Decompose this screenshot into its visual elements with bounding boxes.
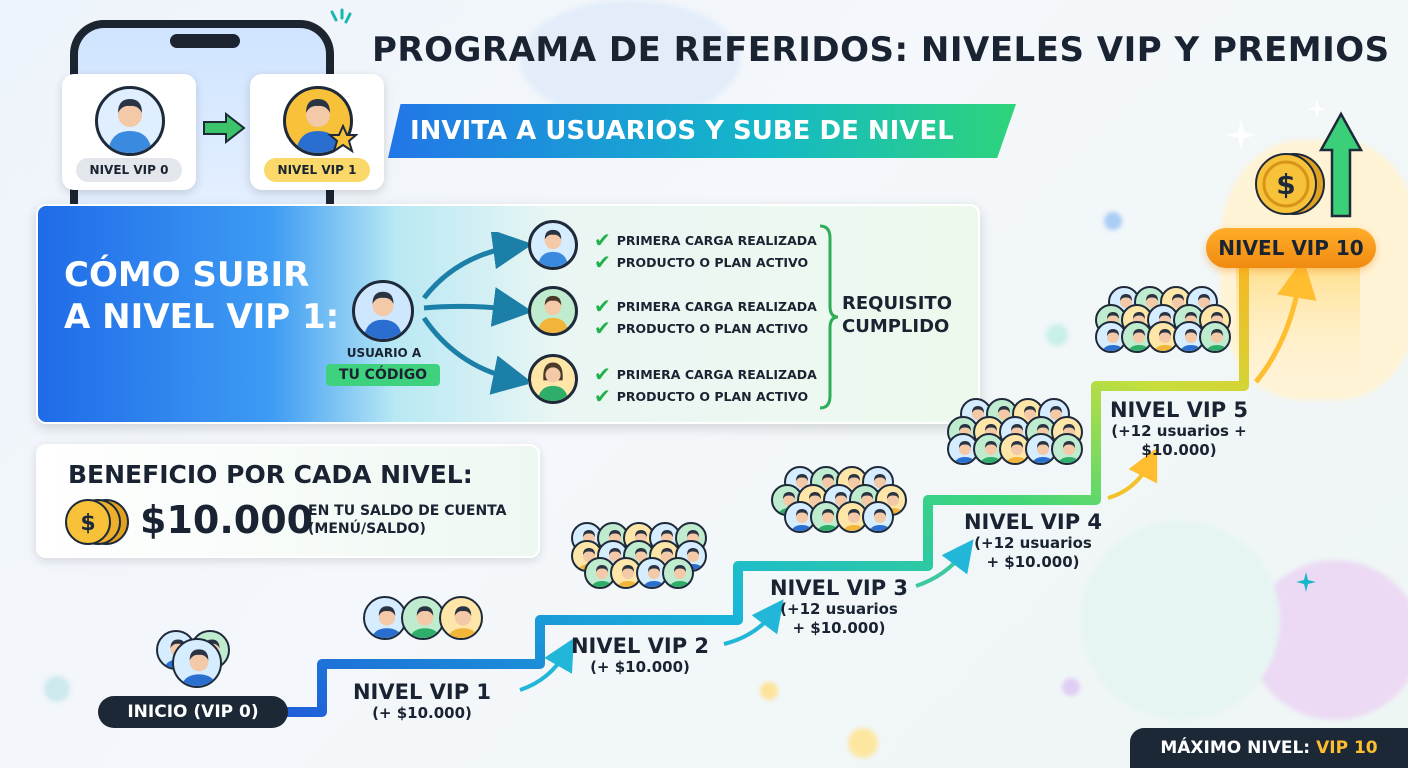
benefit-title: BENEFICIO POR CADA NIVEL: [68,460,473,489]
referral-arrows [421,232,528,395]
user-avatar-icon [95,86,165,156]
bracket-icon [819,224,839,410]
level-vip1: NIVEL VIP 1(+ $10.000) [352,680,492,722]
bg-dot [1062,678,1080,696]
user-avatar-icon [1121,321,1153,354]
requirement-3a: ✔PRIMERA CARGA REALIZADA [594,362,817,386]
user-code-text: USUARIO A [334,346,434,360]
check-icon: ✔ [594,294,611,318]
coin-icon: $ [65,499,129,545]
sparkle-icon [1308,100,1326,118]
user-avatar-icon [439,596,483,640]
bg-dot [1046,324,1068,346]
requirement-2b: ✔PRODUCTO O PLAN ACTIVO [594,316,809,340]
max-level-label: MÁXIMO NIVEL: [1160,738,1311,758]
page-title: PROGRAMA DE REFERIDOS: NIVELES VIP Y PRE… [372,30,1390,70]
requirement-2a: ✔PRIMERA CARGA REALIZADA [594,294,817,318]
check-icon: ✔ [594,384,611,408]
bg-dot [1104,212,1122,230]
level-vip2: NIVEL VIP 2(+ $10.000) [570,634,710,676]
user-avatar-icon [172,638,222,688]
user-avatar-icon [862,501,894,534]
user-avatar-icon [1199,321,1231,354]
how-title-line1: CÓMO SUBIR [64,255,310,295]
start-level-pill: INICIO (VIP 0) [98,696,288,728]
max-level-box: MÁXIMO NIVEL: VIP 10 [1130,728,1408,768]
user-avatar-icon [528,354,578,404]
invite-banner: INVITA A USUARIOS Y SUBE DE NIVEL [388,104,1016,158]
check-icon: ✔ [594,250,611,274]
sparkle-icon [1296,572,1316,592]
sparkle-icon [1226,120,1256,150]
bg-dot [760,682,778,700]
how-title-line2: A NIVEL VIP 1: [64,297,340,337]
bg-dot [848,728,878,758]
check-icon: ✔ [594,362,611,386]
check-icon: ✔ [594,228,611,252]
vip1-label: NIVEL VIP 1 [264,158,370,182]
how-title: CÓMO SUBIR A NIVEL VIP 1: [64,254,344,338]
max-level-value: VIP 10 [1316,738,1378,758]
arrow-up-icon [1318,111,1364,218]
coin-icon: $ [1255,153,1325,215]
benefit-panel: BENEFICIO POR CADA NIVEL: $ $10.000 EN T… [36,444,540,558]
svg-text:$: $ [1276,168,1295,201]
bg-blob [1080,520,1280,720]
user-avatar-icon [528,286,578,336]
arrow-right-icon [203,112,246,144]
phone-notch [170,34,240,48]
level-vip4: NIVEL VIP 4(+12 usuarios+ $10.000) [963,510,1103,571]
code-badge: TU CÓDIGO [326,364,440,386]
bg-blob [520,0,740,120]
user-avatar-icon [662,557,694,590]
level-vip10-pill: NIVEL VIP 10 [1206,228,1376,268]
requirement-1a: ✔PRIMERA CARGA REALIZADA [594,228,817,252]
user-avatar-icon [352,280,414,342]
benefit-amount: $10.000 [140,498,314,542]
vip0-card: NIVEL VIP 0 [62,74,196,190]
level-vip3: NIVEL VIP 3(+12 usuarios+ $10.000) [769,576,909,637]
user-avatar-icon [947,433,979,466]
user-avatar-icon [1051,433,1083,466]
vip0-label: NIVEL VIP 0 [76,158,182,182]
svg-text:$: $ [80,511,95,536]
benefit-desc: EN TU SALDO DE CUENTA(MENÚ/SALDO) [308,503,507,537]
how-to-panel: CÓMO SUBIR A NIVEL VIP 1: USUARIO A TU C… [36,204,980,424]
user-line1: USUARIO A [346,346,422,360]
vip1-card: NIVEL VIP 1 [250,74,384,190]
bg-dot [44,676,70,702]
sparkle-icon [330,8,352,24]
requirement-3b: ✔PRODUCTO O PLAN ACTIVO [594,384,809,408]
star-icon [328,124,358,154]
user-avatar-icon [610,557,642,590]
requirement-1b: ✔PRODUCTO O PLAN ACTIVO [594,250,809,274]
level-vip5: NIVEL VIP 5(+12 usuarios +$10.000) [1109,398,1249,459]
user-avatar-icon [528,220,578,270]
check-icon: ✔ [594,316,611,340]
